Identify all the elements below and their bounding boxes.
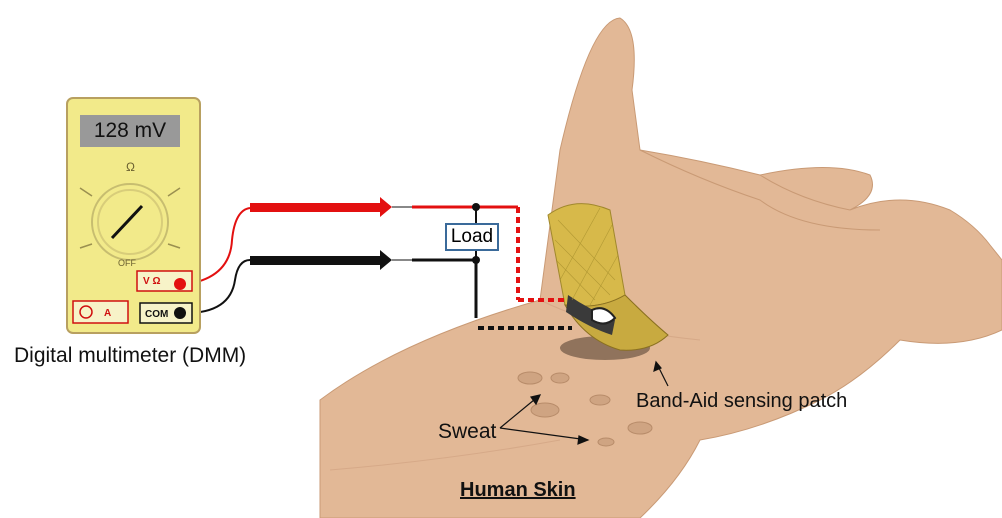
port-amp bbox=[72, 300, 129, 324]
dmm-display bbox=[80, 115, 180, 147]
annotation-arrows bbox=[499, 360, 669, 445]
dmm-caption: Digital multimeter (DMM) bbox=[14, 344, 247, 367]
sweat-droplets bbox=[517, 371, 653, 447]
sweat-drop bbox=[597, 437, 615, 447]
port-com-label: COM bbox=[145, 309, 169, 320]
black-lead-cable bbox=[179, 259, 251, 315]
skin-label: Human Skin bbox=[460, 479, 576, 501]
sweat-drop bbox=[589, 394, 611, 406]
black-probe-handle bbox=[250, 256, 380, 265]
patch-label: Band-Aid sensing patch bbox=[636, 390, 848, 412]
sweat-drop bbox=[627, 421, 653, 435]
port-amp-label: A bbox=[104, 308, 112, 319]
red-lead-cable bbox=[179, 207, 251, 286]
sweat-drop bbox=[550, 372, 570, 384]
load-box bbox=[445, 223, 499, 251]
digital-multimeter bbox=[66, 97, 201, 334]
sweat-drop bbox=[517, 371, 543, 385]
red-probe-handle bbox=[250, 203, 380, 212]
sweat-drop bbox=[530, 402, 560, 418]
dmm-dial-pointer bbox=[110, 204, 144, 240]
load-label: Load bbox=[450, 226, 494, 247]
dial-off-label: OFF bbox=[118, 258, 136, 268]
black-probe-tip bbox=[380, 250, 392, 270]
band-aid-patch bbox=[547, 203, 669, 360]
dmm-dial bbox=[91, 183, 169, 261]
dial-ohm-label: Ω bbox=[126, 160, 135, 174]
port-volt-ohm-label: V Ω bbox=[143, 276, 161, 287]
red-probe-tip bbox=[380, 197, 392, 217]
human-hand-arm bbox=[319, 17, 1002, 518]
circuit-wiring bbox=[179, 197, 572, 330]
dmm-reading: 128 mV bbox=[93, 119, 167, 142]
sweat-label: Sweat bbox=[438, 420, 497, 443]
